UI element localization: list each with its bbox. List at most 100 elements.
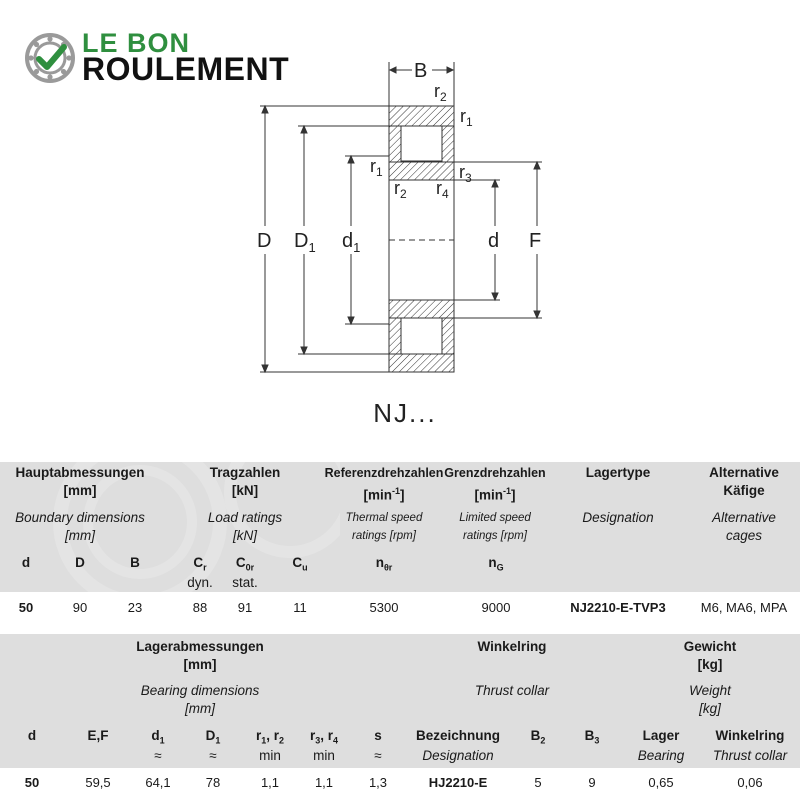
t2-row-designation: HJ2210-E — [428, 775, 488, 790]
label-r4: r — [436, 178, 442, 198]
t1-sym-C0r-note: stat. — [232, 575, 258, 590]
t2-en-bearing-dimensions: Bearing dimensions — [140, 683, 260, 698]
t2-sym-s-approx: ≈ — [374, 748, 382, 763]
t1-col-alternative: Alternative — [709, 465, 779, 480]
t2-col-lagerabmessungen: Lagerabmessungen — [136, 639, 264, 654]
t2-row-weight-collar: 0,06 — [737, 775, 763, 790]
t1-sym-d: d — [21, 555, 31, 570]
t1-sym-Cu: Cu — [292, 555, 308, 573]
label-d: d — [488, 230, 499, 252]
t1-en-designation: Designation — [582, 510, 654, 525]
t2-row-D1: 78 — [205, 775, 221, 790]
t1-sym-C0r: C0r — [235, 555, 255, 573]
t2-sym-lager: Lager — [642, 728, 680, 743]
t1-row-designation: NJ2210-E-TVP3 — [570, 600, 666, 615]
svg-text:r1: r1 — [460, 106, 473, 129]
t2-row-EF: 59,5 — [85, 775, 111, 790]
t1-col-grenzdrehzahlen-unit: [min-1] — [474, 486, 516, 503]
label-D: D — [257, 230, 271, 252]
logo-text-line2: ROULEMENT — [82, 51, 290, 87]
t2-en-weight: Weight — [689, 683, 731, 698]
logo-text-line1: LE BON — [82, 28, 191, 58]
label-r2-top: r — [434, 81, 440, 101]
t1-en-boundary-unit: [mm] — [65, 528, 95, 543]
svg-text:D1: D1 — [294, 230, 316, 255]
t2-sym-designation: Designation — [422, 748, 494, 763]
t1-col-hauptabmessungen-unit: [mm] — [63, 483, 97, 498]
svg-text:r3: r3 — [459, 162, 472, 185]
t1-row-nlim: 9000 — [481, 600, 511, 615]
svg-text:r4: r4 — [436, 178, 449, 201]
t1-en-alternative: Alternative — [712, 510, 776, 525]
t1-col-referenzdrehzahlen: Referenzdrehzahlen — [324, 466, 444, 480]
t2-en-weight-unit: [kg] — [699, 701, 721, 716]
t2-col-gewicht-unit: [kg] — [697, 657, 723, 672]
t2-sym-d1-approx: ≈ — [154, 748, 162, 763]
label-F: F — [529, 230, 541, 252]
t1-row-d: 50 — [18, 600, 34, 615]
series-label: NJ... — [373, 398, 437, 428]
t1-col-referenzdrehzahlen-unit: [min-1] — [363, 486, 405, 503]
label-r1-top: r — [460, 106, 466, 126]
table1-header — [0, 462, 800, 592]
t2-sym-bearing: Bearing — [637, 748, 685, 763]
t2-sym-d: d — [27, 728, 37, 743]
t2-en-bearing-dimensions-unit: [mm] — [185, 701, 215, 716]
bearing-check-icon — [25, 33, 75, 83]
t2-sym-EF: E,F — [87, 728, 109, 743]
bearing-watermark-icon — [53, 462, 340, 602]
t2-sym-d1: d1 — [151, 728, 165, 746]
t1-en-limited-unit: ratings [rpm] — [463, 530, 527, 542]
t1-row-D: 90 — [72, 600, 88, 615]
t1-sym-nref: nθr — [375, 555, 393, 573]
t1-col-kaefige: Käfige — [723, 483, 765, 498]
t2-sym-D1-approx: ≈ — [209, 748, 217, 763]
t2-row-weight-bearing: 0,65 — [648, 775, 674, 790]
t2-sym-thrust-collar: Thrust collar — [712, 748, 788, 763]
t1-en-thermal-unit: ratings [rpm] — [352, 530, 416, 542]
t2-col-lagerabmessungen-unit: [mm] — [183, 657, 217, 672]
t2-sym-r34: r3, r4 — [309, 728, 339, 746]
svg-text:r1: r1 — [370, 156, 383, 179]
t1-row-C0r: 91 — [237, 600, 253, 615]
t1-col-tragzahlen: Tragzahlen — [209, 465, 281, 480]
t2-sym-bezeichnung: Bezeichnung — [415, 728, 500, 743]
t1-col-hauptabmessungen: Hauptabmessungen — [15, 465, 145, 480]
t1-sym-nlim: nG — [488, 555, 504, 573]
t2-col-winkelring: Winkelring — [477, 639, 547, 654]
svg-text:r2: r2 — [394, 178, 407, 201]
t1-row-cages: M6, MA6, MPA — [700, 600, 788, 615]
t1-en-thermal: Thermal speed — [345, 512, 423, 524]
t2-sym-B3: B3 — [584, 728, 600, 746]
t1-sym-B: B — [130, 555, 140, 570]
t1-col-lagertype: Lagertype — [585, 465, 651, 480]
t1-en-boundary: Boundary dimensions — [15, 510, 145, 525]
t2-row-d: 50 — [24, 775, 40, 790]
t1-sym-Cr: Cr — [193, 555, 207, 573]
t2-en-thrust-collar: Thrust collar — [474, 683, 550, 698]
t2-sym-s: s — [374, 728, 382, 743]
t1-row-B: 23 — [127, 600, 143, 615]
t1-en-load-unit: [kN] — [232, 528, 257, 543]
t2-sym-D1: D1 — [205, 728, 221, 746]
t1-en-cages: cages — [725, 528, 763, 543]
label-r2-inner: r — [394, 178, 400, 198]
t2-row-r12: 1,1 — [260, 775, 280, 790]
table2-header — [0, 634, 800, 768]
t1-row-Cr: 88 — [192, 600, 208, 615]
t1-row-Cu: 11 — [293, 600, 307, 615]
t2-row-r34: 1,1 — [314, 775, 334, 790]
svg-text:d1: d1 — [342, 230, 360, 255]
label-d1: d — [342, 230, 353, 252]
t2-row-B3: 9 — [588, 775, 596, 790]
label-r3: r — [459, 162, 465, 182]
t2-row-s: 1,3 — [368, 775, 388, 790]
label-B: B — [414, 60, 427, 82]
t2-sym-winkelring: Winkelring — [715, 728, 785, 743]
label-D1: D — [294, 230, 308, 252]
t2-col-gewicht: Gewicht — [683, 639, 737, 654]
t1-sym-D: D — [75, 555, 85, 570]
t2-row-B2: 5 — [534, 775, 542, 790]
label-r1-inner: r — [370, 156, 376, 176]
brand-logo: LE BON ROULEMENT — [24, 28, 304, 88]
